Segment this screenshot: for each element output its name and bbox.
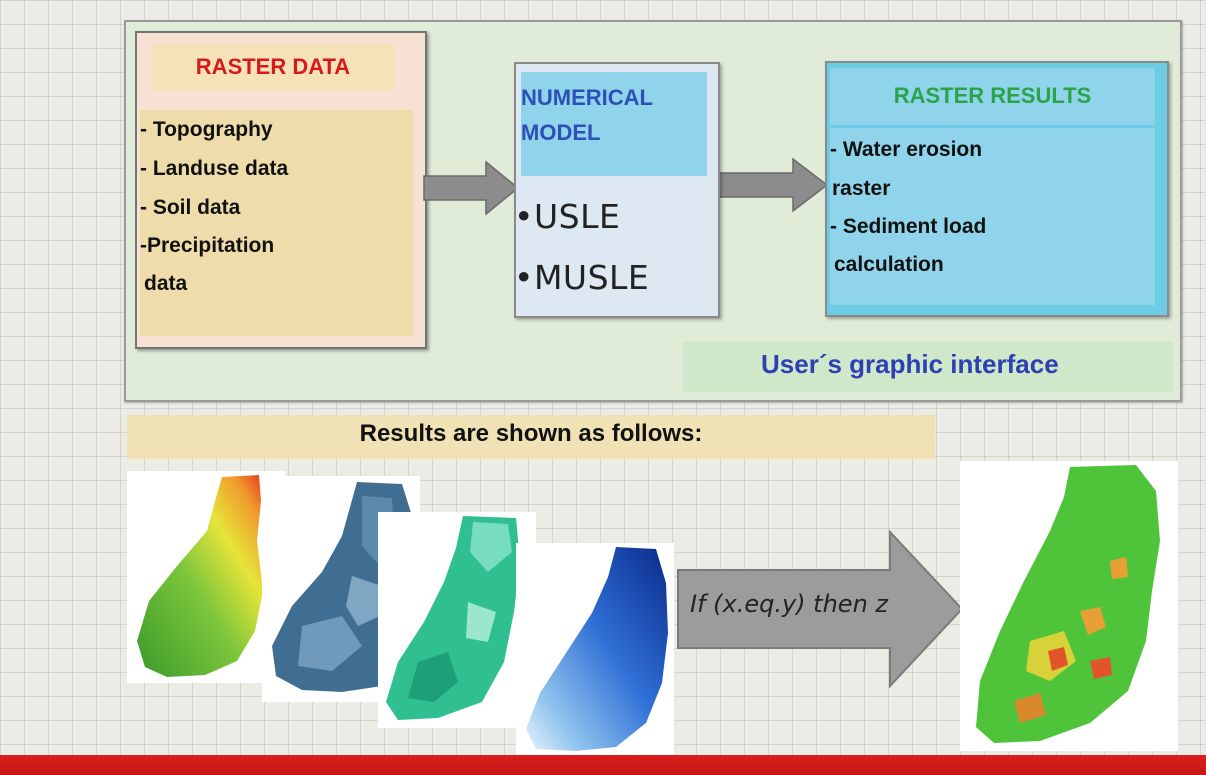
raster-item-topography: - Topography xyxy=(140,118,273,141)
bottom-bar xyxy=(0,755,1206,775)
raster-item-soil: - Soil data xyxy=(140,196,241,219)
raster-data-list xyxy=(140,110,413,336)
raster-data-title: RASTER DATA xyxy=(152,44,394,90)
results-item-sediment-load: - Sediment load xyxy=(830,215,987,238)
raster-results-title: RASTER RESULTS xyxy=(830,68,1155,125)
model-item-musle: •MUSLE xyxy=(514,258,650,297)
results-item-water-erosion-cont: raster xyxy=(832,177,891,200)
raster-item-landuse: - Landuse data xyxy=(140,157,289,180)
numerical-model-title-line2: MODEL xyxy=(521,120,601,145)
results-item-sediment-load-cont: calculation xyxy=(834,253,944,276)
numerical-model-title-line1: NUMERICAL xyxy=(521,85,653,110)
results-item-water-erosion: - Water erosion xyxy=(830,138,983,161)
flow-arrow-2 xyxy=(716,157,829,213)
model-item-usle: •USLE xyxy=(514,197,621,236)
raster-item-precipitation-cont: data xyxy=(144,272,188,295)
raster-item-precipitation: -Precipitation xyxy=(140,234,275,257)
rule-arrow xyxy=(677,530,964,688)
map-result-image xyxy=(960,461,1178,751)
numerical-model-title: NUMERICAL MODEL xyxy=(521,72,707,176)
map-soil-image xyxy=(378,512,536,728)
map-topography-image xyxy=(127,471,285,683)
results-banner: Results are shown as follows: xyxy=(127,415,935,459)
raster-results-list xyxy=(830,128,1155,305)
interface-label: User´s graphic interface xyxy=(683,342,1173,392)
flow-arrow-1 xyxy=(423,160,520,216)
rule-text: If (x.eq.y) then z xyxy=(690,590,888,618)
map-precipitation-image xyxy=(516,543,674,755)
